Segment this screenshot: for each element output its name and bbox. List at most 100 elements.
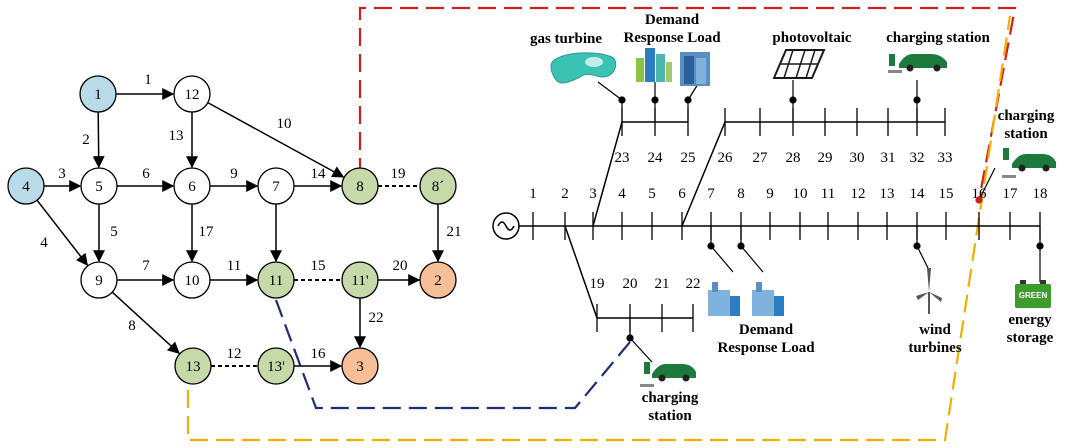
charging-station-icon-right bbox=[1002, 148, 1056, 178]
transport-node-circle bbox=[257, 167, 295, 205]
transport-edge-label: 5 bbox=[110, 224, 118, 240]
transport-node-circle bbox=[7, 167, 45, 205]
transport-node-circle bbox=[341, 261, 379, 299]
transport-edge-label: 17 bbox=[199, 224, 215, 240]
coupling-line-yellow bbox=[186, 15, 1012, 442]
transport-node-circle bbox=[257, 261, 295, 299]
transport-node-circle bbox=[173, 75, 211, 113]
bus-label: 24 bbox=[648, 150, 664, 166]
bus-label: 13 bbox=[880, 186, 895, 202]
transport-node-label: 1 bbox=[94, 87, 102, 103]
transport-edge-label: 20 bbox=[393, 258, 408, 274]
upper-branch-connector-b bbox=[681, 121, 726, 227]
bus-label: 5 bbox=[648, 186, 656, 202]
transport-node-label: 2 bbox=[434, 273, 442, 289]
coupling-line-blue bbox=[274, 299, 631, 410]
bus-label: 1 bbox=[529, 186, 537, 202]
transport-edge-label: 13 bbox=[169, 128, 184, 144]
transport-edge-label: 2 bbox=[82, 132, 90, 148]
transport-node-circle bbox=[257, 347, 295, 385]
bus-label: 3 bbox=[589, 186, 597, 202]
transport-edge-label: 15 bbox=[311, 258, 326, 274]
transport-node-label: 10 bbox=[185, 273, 200, 289]
transport-node-label: 9 bbox=[95, 273, 103, 289]
transport-edge-label: 21 bbox=[447, 224, 462, 240]
transport-edge-label: 14 bbox=[311, 166, 327, 182]
bus-label: 23 bbox=[615, 150, 630, 166]
transport-edge-10 bbox=[207, 101, 345, 178]
energy-storage-icon: GREEN bbox=[1015, 280, 1051, 308]
transport-node-circle bbox=[80, 261, 118, 299]
transport-node-label: 3 bbox=[356, 359, 364, 375]
bus-label: 8 bbox=[737, 186, 745, 202]
transport-node-label: 6 bbox=[188, 179, 196, 195]
bus-label: 7 bbox=[707, 186, 715, 202]
bus-label: 28 bbox=[786, 150, 801, 166]
transport-node-label: 11 bbox=[269, 273, 283, 289]
transport-node-label: 13 bbox=[186, 359, 201, 375]
bus-label: 15 bbox=[939, 186, 954, 202]
transport-edge-8 bbox=[111, 291, 180, 354]
transport-edge-label: 19 bbox=[391, 166, 406, 182]
transport-node-11: 11 bbox=[257, 261, 295, 299]
transport-node-label: 12 bbox=[185, 87, 200, 103]
bus-label: 19 bbox=[590, 276, 605, 292]
bus-label: 17 bbox=[1003, 186, 1019, 202]
bus-label: 4 bbox=[618, 186, 626, 202]
bus-label: 18 bbox=[1033, 186, 1048, 202]
transport-edge-label: 12 bbox=[227, 346, 242, 362]
transport-edge-2 bbox=[92, 111, 105, 169]
bus-label: 20 bbox=[623, 276, 638, 292]
transport-node-circle bbox=[341, 347, 379, 385]
transport-node-6: 6 bbox=[173, 167, 211, 205]
transport-node-2: 2 bbox=[419, 261, 457, 299]
transport-edge-label: 1 bbox=[144, 72, 152, 88]
transport-node-label: 8´ bbox=[432, 179, 445, 195]
transport-node-circle bbox=[419, 167, 457, 205]
transport-node-circle bbox=[173, 167, 211, 205]
transport-edge-label: 10 bbox=[277, 116, 292, 132]
transport-node-5: 5 bbox=[80, 167, 118, 205]
bus-label: 21 bbox=[655, 276, 670, 292]
bus-label: 31 bbox=[881, 150, 896, 166]
transport-node-circle bbox=[173, 261, 211, 299]
transport-edge-label: 22 bbox=[369, 310, 384, 326]
transport-node-13p: 13' bbox=[257, 347, 295, 385]
gas-turbine-label: gas turbine bbox=[530, 31, 602, 47]
transport-node-label: 8 bbox=[356, 179, 364, 195]
charging-station-icon-bottom bbox=[640, 362, 696, 387]
transport-node-12: 12 bbox=[173, 75, 211, 113]
bus-label: 16 bbox=[972, 186, 988, 202]
bus-label: 32 bbox=[910, 150, 925, 166]
wind-turbine-icon bbox=[916, 268, 942, 314]
transport-node-label: 5 bbox=[95, 179, 103, 195]
charging-station-label-top: charging station bbox=[886, 30, 990, 46]
bus-label: 30 bbox=[850, 150, 865, 166]
transport-node-1: 1 bbox=[79, 75, 117, 113]
transport-edge-label: 3 bbox=[58, 166, 66, 182]
transport-node-label: 4 bbox=[22, 179, 30, 195]
coupling-lines bbox=[186, 6, 1017, 442]
bus-label: 11 bbox=[821, 186, 835, 202]
bus-label: 27 bbox=[753, 150, 769, 166]
transport-edge-label: 7 bbox=[142, 258, 150, 274]
bus-label: 2 bbox=[561, 186, 569, 202]
ac-source-icon bbox=[492, 212, 533, 240]
transport-edge-4 bbox=[36, 199, 89, 266]
bus-label: 6 bbox=[678, 186, 686, 202]
upper-branch-connector-a bbox=[592, 121, 623, 227]
transport-edge-label: 16 bbox=[311, 346, 327, 362]
bus-label: 29 bbox=[818, 150, 833, 166]
transport-node-9: 9 bbox=[80, 261, 118, 299]
bus-label: 33 bbox=[938, 150, 953, 166]
bus-label: 12 bbox=[851, 186, 866, 202]
transport-node-circle bbox=[79, 75, 117, 113]
